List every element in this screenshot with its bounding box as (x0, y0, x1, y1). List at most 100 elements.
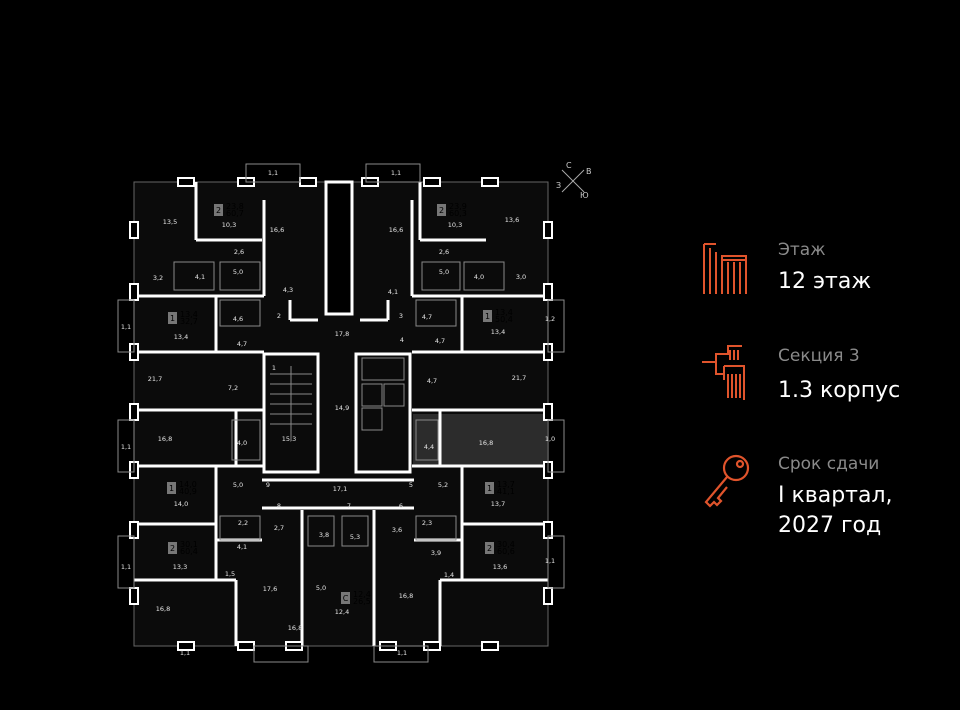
apartment-living-area: 13,4 (180, 310, 198, 319)
area-label: 15,3 (282, 435, 296, 443)
area-label: 13,6 (493, 563, 507, 571)
area-label: 14,0 (174, 500, 188, 508)
building-icon (703, 243, 747, 294)
area-label: 4,0 (237, 439, 247, 447)
area-label: 5,0 (233, 481, 243, 489)
deadline-label: Срок сдачи (778, 454, 880, 474)
area-label: 14,9 (335, 404, 349, 412)
apartment-living-area: 30,1 (180, 540, 198, 549)
area-label: 16,8 (399, 592, 413, 600)
area-label: 16,8 (158, 435, 172, 443)
balconies (117, 163, 565, 663)
apartment-living-area: 23,9 (449, 202, 467, 211)
area-label: 17,6 (263, 585, 277, 593)
area-label: 2 (277, 312, 281, 320)
selected-apartment-highlight (413, 414, 547, 466)
area-label: 1,4 (444, 571, 454, 579)
compass-north: С (566, 161, 572, 170)
area-label: 1,0 (545, 435, 555, 443)
area-label: 2,7 (274, 524, 284, 532)
deadline-value-line1: I квартал, (778, 483, 893, 508)
area-label: 2,6 (234, 248, 244, 256)
area-label: 10,3 (222, 221, 236, 229)
apartment-rooms: 2 (170, 544, 175, 553)
section-label: Секция 3 (778, 346, 860, 366)
apartment-living-area: 12,4 (353, 590, 371, 599)
floor-info: Этаж 12 этаж (700, 238, 950, 298)
area-label: 4,7 (435, 337, 445, 345)
area-label: 6 (399, 502, 403, 510)
area-label: 1,1 (121, 323, 131, 331)
area-label: 4,7 (422, 313, 432, 321)
area-label: 17,8 (335, 330, 349, 338)
area-label: 16,8 (156, 605, 170, 613)
area-label: 16,6 (389, 226, 403, 234)
apartment-badge[interactable]: 1 13,450,4 (483, 308, 513, 324)
apartment-total-area: 50,4 (495, 315, 513, 324)
apartment-living-area: 23,8 (226, 202, 244, 211)
area-label: 4,1 (388, 288, 398, 296)
area-label: 5,0 (316, 584, 326, 592)
area-label: 4,7 (427, 377, 437, 385)
apartment-total-area: 60,4 (180, 547, 198, 556)
apartment-living-area: 13,4 (495, 308, 513, 317)
stair-core (262, 352, 320, 474)
apartment-total-area: 40,9 (179, 487, 197, 496)
apartment-total-area: 32,7 (180, 317, 198, 326)
area-label: 2,3 (422, 519, 432, 527)
apartment-badge[interactable]: 1 13,432,7 (168, 310, 198, 326)
area-label: 1 (272, 364, 276, 372)
area-label: 1,1 (121, 443, 131, 451)
area-label: 4,1 (237, 543, 247, 551)
apartment-rooms: 1 (169, 484, 174, 493)
area-label: 1,1 (268, 169, 278, 177)
apartment-rooms: 1 (487, 484, 492, 493)
apartment-rooms: 1 (485, 312, 490, 321)
area-label: 5,0 (233, 268, 243, 276)
area-label: 4 (400, 336, 404, 344)
apartment-living-area: 30,4 (497, 540, 515, 549)
elevator-shafts (361, 357, 405, 431)
compass-south: Ю (580, 191, 589, 200)
area-label: 4,6 (233, 315, 243, 323)
area-label: 10,3 (448, 221, 462, 229)
central-shaft (324, 180, 354, 316)
area-label: 16,8 (288, 624, 302, 632)
stairs-icon (702, 345, 745, 400)
apartment-badge[interactable]: 2 30,160,4 (168, 540, 198, 556)
area-label: 13,7 (491, 500, 505, 508)
apartment-rooms: 2 (487, 544, 492, 553)
area-label: 5,3 (350, 533, 360, 541)
section-value: 1.3 корпус (778, 378, 901, 403)
area-label: 3,8 (319, 531, 329, 539)
area-label: 5,2 (438, 481, 448, 489)
area-label: 16,6 (270, 226, 284, 234)
apartment-living-area: 14,0 (179, 480, 197, 489)
area-label: 3,9 (431, 549, 441, 557)
area-label: 9 (266, 481, 270, 489)
area-label: 1,1 (545, 557, 555, 565)
apartment-rooms: С (343, 594, 349, 603)
area-label: 7 (347, 502, 351, 510)
area-label: 21,7 (512, 374, 526, 382)
walls (134, 182, 548, 646)
area-label: 17,1 (333, 485, 347, 493)
area-label: 3,6 (392, 526, 402, 534)
apartment-rooms: 1 (170, 314, 175, 323)
area-label: 21,7 (148, 375, 162, 383)
bathrooms (173, 261, 505, 547)
compass-west: З (556, 181, 561, 190)
apartment-total-area: 60,7 (226, 209, 244, 218)
apartment-badge[interactable]: 2 30,460,6 (485, 540, 515, 556)
apartment-badge[interactable]: 1 14,040,9 (167, 480, 197, 496)
apartment-total-area: 60,6 (497, 547, 515, 556)
area-label: 2,6 (439, 248, 449, 256)
area-label: 1,1 (121, 563, 131, 571)
area-label: 3 (399, 312, 403, 320)
